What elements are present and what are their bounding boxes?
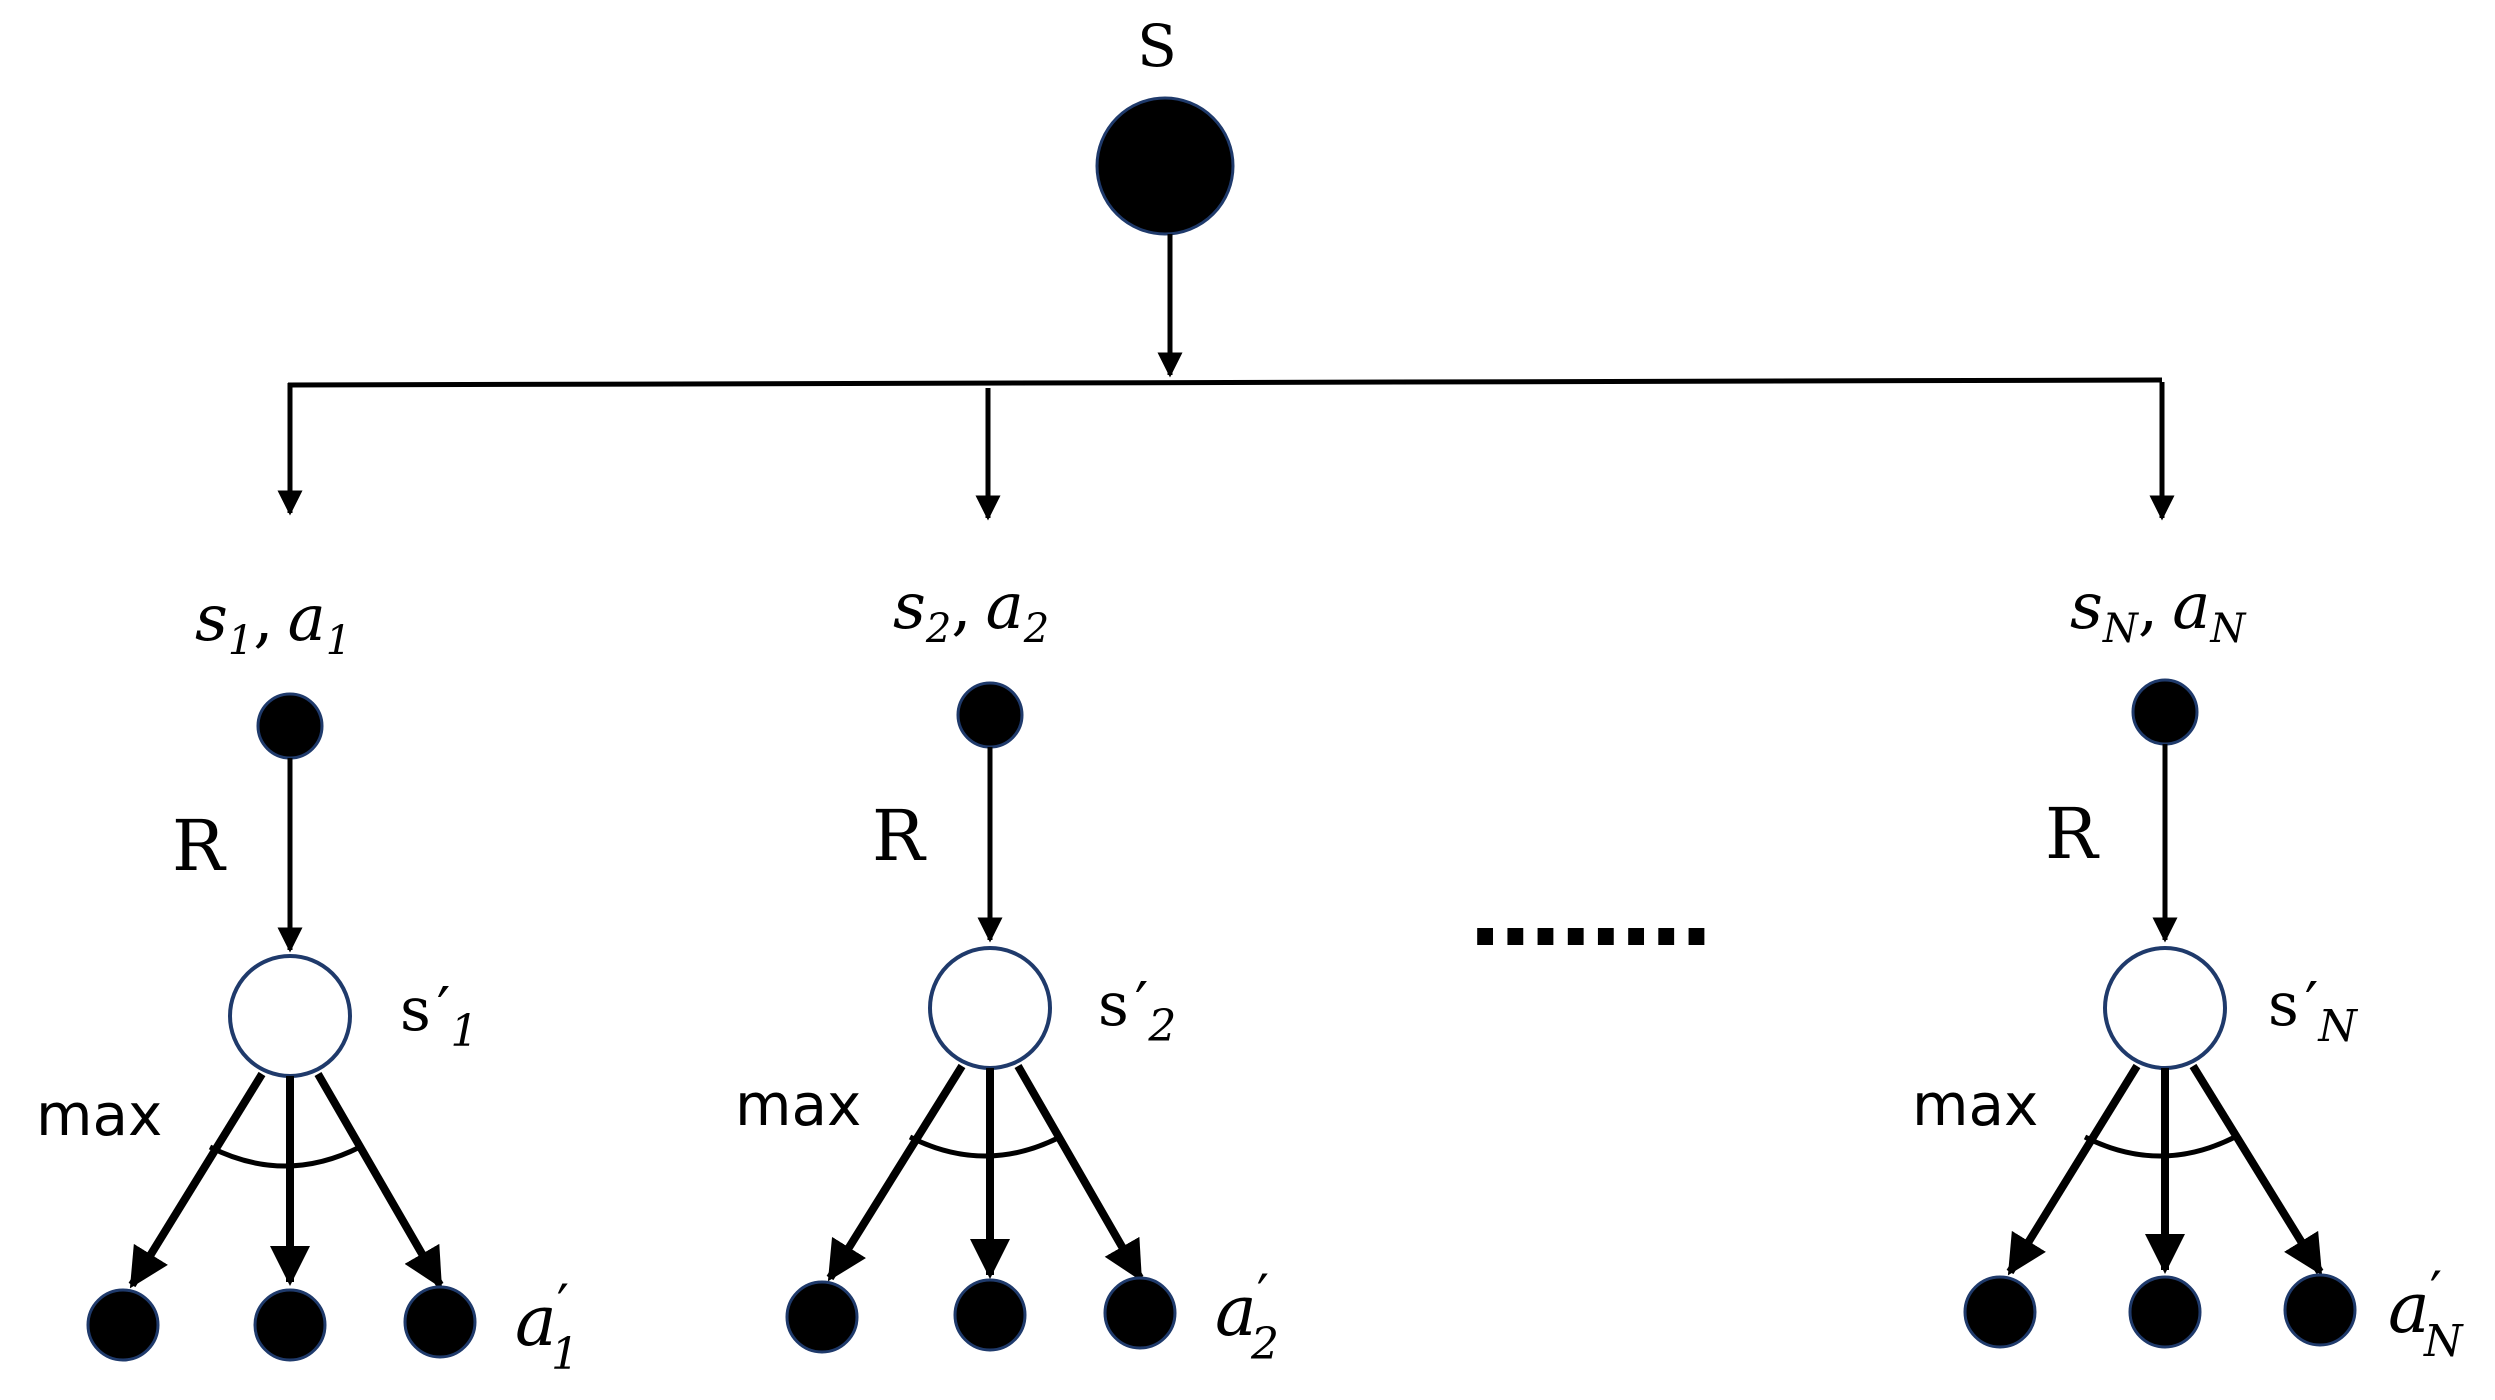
- reward-label-2: R: [872, 795, 927, 877]
- next-state-label-2: s′2: [1098, 970, 1176, 1052]
- next-state-label-1: s′1: [400, 975, 478, 1057]
- branch-N: sN,aN R s′N max a′N: [1912, 570, 2464, 1367]
- state-node-1: [256, 692, 324, 760]
- action-node-1c: [403, 1285, 477, 1359]
- max-arc-1: [208, 1144, 362, 1169]
- ellipsis: ........: [1468, 862, 1710, 967]
- state-action-label-N: sN,aN: [2070, 570, 2247, 652]
- state-action-label-1: s1,a1: [195, 582, 351, 664]
- state-node-2: [956, 681, 1024, 749]
- action-node-Na: [1963, 1275, 2037, 1349]
- next-state-node-2: [928, 946, 1052, 1070]
- max-label-1: max: [36, 1081, 162, 1149]
- max-arc-2: [908, 1134, 1062, 1159]
- max-label-2: max: [735, 1071, 861, 1139]
- action-edge-Nc: [2189, 1063, 2324, 1276]
- next-action-label-2: a′2: [1215, 1263, 1279, 1370]
- branch-2: s2,a2 R s′2 max a′2: [735, 570, 1279, 1370]
- action-edge-2a: [826, 1063, 966, 1282]
- reward-label-N: R: [2045, 793, 2100, 875]
- action-node-2b: [953, 1278, 1027, 1352]
- action-edge-1c: [314, 1071, 444, 1289]
- root-label: S: [1137, 12, 1177, 80]
- action-node-Nc: [2283, 1273, 2357, 1347]
- action-edge-2c: [1014, 1064, 1144, 1282]
- action-node-Nb: [2128, 1275, 2202, 1349]
- reward-label-1: R: [172, 805, 227, 887]
- next-state-node-N: [2103, 946, 2227, 1070]
- root-node: [1095, 96, 1235, 236]
- action-node-2c: [1103, 1276, 1177, 1350]
- action-edge-1a: [128, 1071, 266, 1289]
- state-action-label-2: s2,a2: [893, 570, 1049, 652]
- next-state-label-N: s′N: [2268, 970, 2358, 1052]
- next-state-node-1: [228, 954, 352, 1078]
- next-action-label-N: a′N: [2388, 1260, 2464, 1367]
- action-node-1b: [253, 1288, 327, 1362]
- action-edge-Na: [2006, 1063, 2141, 1276]
- next-action-label-1: a′1: [515, 1273, 579, 1380]
- max-label-N: max: [1912, 1071, 2038, 1139]
- max-arc-N: [2083, 1134, 2237, 1159]
- state-node-N: [2131, 678, 2199, 746]
- action-node-1a: [86, 1288, 160, 1362]
- branch-bus: [287, 377, 2163, 388]
- branch-1: s1,a1 R s′1 max a′1: [36, 582, 579, 1380]
- action-node-2a: [785, 1280, 859, 1354]
